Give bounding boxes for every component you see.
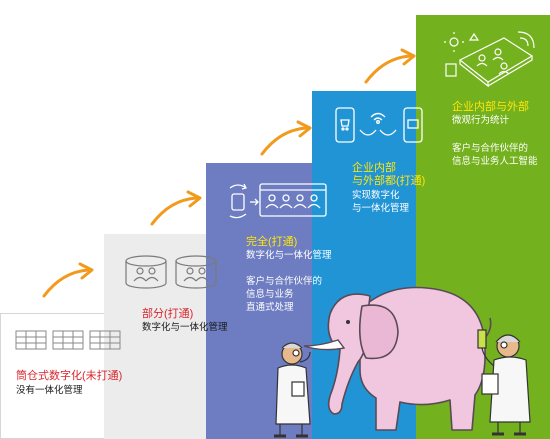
stage-5-line-3: 客户与合作伙伴的 bbox=[452, 143, 529, 154]
stage-4-title-line-1: 企业内部 bbox=[352, 162, 396, 174]
smartphone-network-icon bbox=[444, 31, 535, 88]
stage-3-line-1: 数字化与一体化管理 bbox=[246, 250, 332, 261]
stage-3-line-3: 客户与合作伙伴的 bbox=[246, 276, 323, 287]
stage-4-line-1: 实现数字化 bbox=[352, 190, 400, 201]
stage-5-title: 企业内部与外部 bbox=[452, 101, 529, 113]
stage-2-line-1: 数字化与一体化管理 bbox=[142, 322, 228, 333]
mobile-payment-icon bbox=[335, 107, 423, 143]
stage-3-title: 完全(打通) bbox=[246, 236, 298, 248]
stage-3-line-4: 信息与业务 bbox=[246, 289, 294, 300]
stage-4-line-2: 与一体化管理 bbox=[352, 203, 410, 214]
arrow-2-icon bbox=[150, 190, 202, 226]
stage-3-line-5: 直通式处理 bbox=[246, 302, 294, 313]
scientist-illustration bbox=[274, 342, 311, 438]
database-icon bbox=[125, 255, 217, 289]
elephant-illustration bbox=[303, 286, 492, 431]
arrow-4-icon bbox=[364, 48, 416, 84]
people-sync-icon bbox=[229, 183, 327, 219]
spreadsheet-icon bbox=[15, 330, 121, 350]
arrow-3-icon bbox=[260, 120, 312, 156]
stage-4-title-line-2: 与外部都(打通) bbox=[352, 175, 426, 187]
stage-5-line-4: 信息与业务人工智能 bbox=[452, 156, 538, 167]
arrow-1-icon bbox=[42, 262, 94, 298]
stage-2-title: 部分(打通) bbox=[142, 308, 194, 320]
stage-1-line-1: 没有一体化管理 bbox=[16, 385, 83, 396]
stage-1-title: 筒仓式数字化(未打通) bbox=[16, 370, 123, 382]
scientist-illustration bbox=[477, 329, 531, 436]
stage-5-line-1: 微观行为统计 bbox=[452, 115, 510, 126]
